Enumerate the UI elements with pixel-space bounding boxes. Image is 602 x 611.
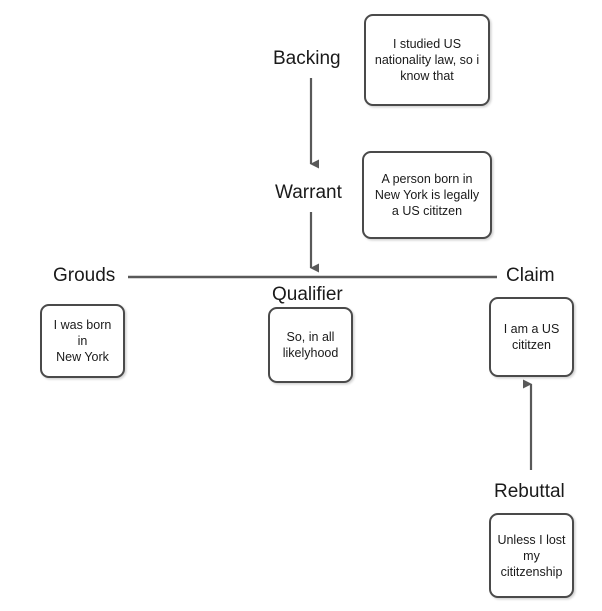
node-rebuttal[interactable]: Unless I lost my cititzenship <box>489 513 574 598</box>
label-backing: Backing <box>273 48 341 69</box>
node-rebuttal-text: Unless I lost my cititzenship <box>497 532 566 579</box>
node-claim-text: I am a US cititzen <box>503 322 560 352</box>
node-qualifier-text: So, in all likelyhood <box>282 330 339 360</box>
node-qualifier[interactable]: So, in all likelyhood <box>268 307 353 383</box>
node-warrant[interactable]: A person born in New York is legally a U… <box>362 151 492 239</box>
label-qualifier: Qualifier <box>272 284 343 305</box>
node-grounds[interactable]: I was born in New York <box>40 304 125 378</box>
node-claim[interactable]: I am a US cititzen <box>489 297 574 377</box>
label-claim: Claim <box>506 265 555 286</box>
label-rebuttal: Rebuttal <box>494 481 565 502</box>
label-grounds: Grouds <box>53 265 116 286</box>
node-backing[interactable]: I studied US nationality law, so i know … <box>364 14 490 106</box>
node-warrant-text: A person born in New York is legally a U… <box>374 172 480 218</box>
node-backing-text: I studied US nationality law, so i know … <box>374 37 480 83</box>
node-grounds-text: I was born in New York <box>53 318 112 364</box>
label-warrant: Warrant <box>275 182 342 203</box>
